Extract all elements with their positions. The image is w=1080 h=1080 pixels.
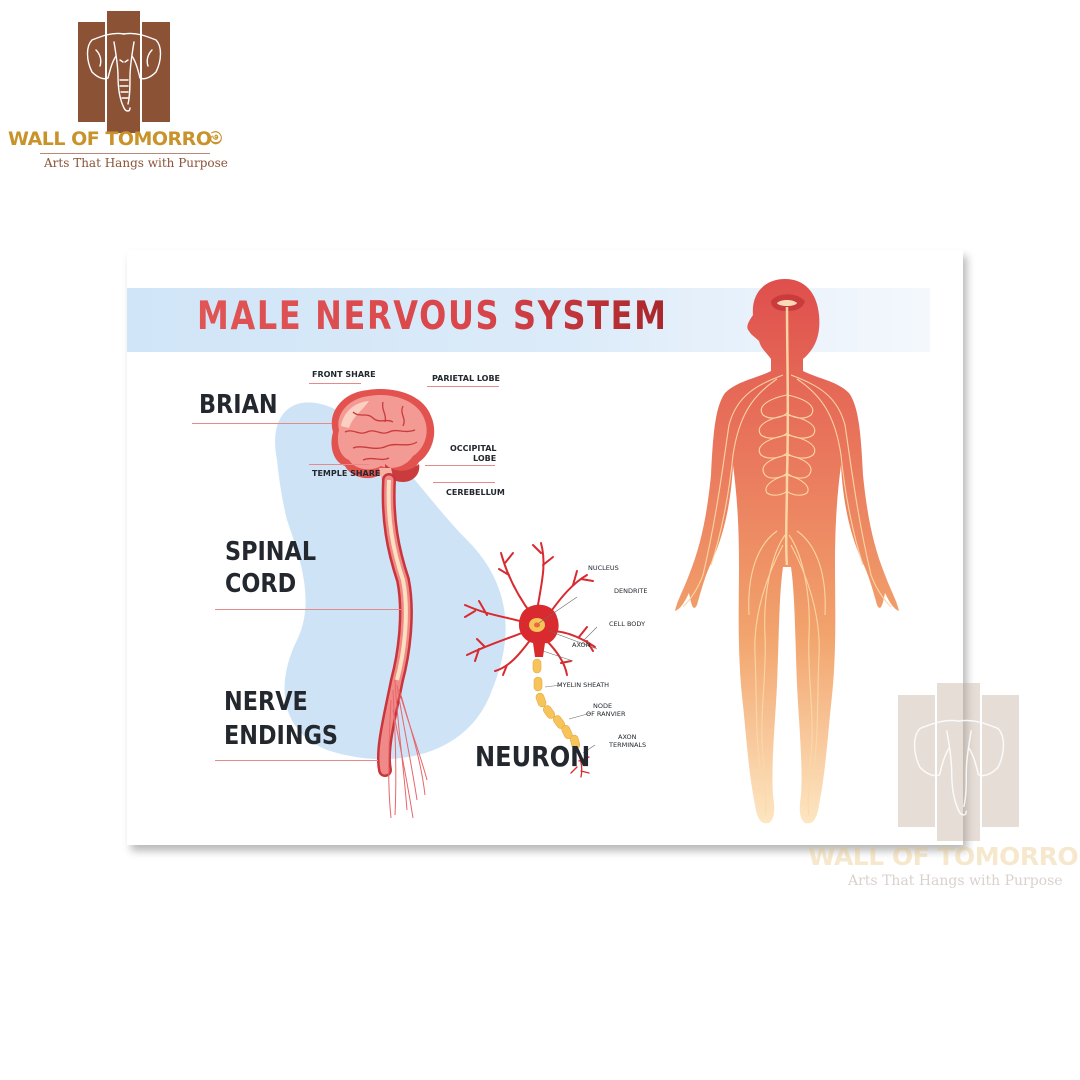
elephant-watermark-icon [913,719,1005,816]
spinal-cord-icon [376,473,428,819]
label-neuron: NEURON [475,740,591,773]
spinal-cord-label-rule [215,609,401,610]
brand-swirl-icon: ම [210,129,223,149]
label-front-share: FRONT SHARE [312,370,376,379]
label-temple-share: TEMPLE SHARE [312,469,381,478]
label-cerebellum: CEREBELLUM [446,488,505,497]
label-brain: BRIAN [199,390,278,420]
watermark: WALL OF TOMORRO Arts That Hangs with Pur… [808,680,1080,890]
poster: MALE NERVOUS SYSTEM [127,250,963,845]
label-nerve-endings-line1: NERVE [224,687,308,717]
label-parietal-lobe: PARIETAL LOBE [432,374,501,383]
label-dendrite: DENDRITE [614,587,648,595]
brand-logo: WALL OF TOMORRO ම Arts That Hangs with P… [0,0,250,180]
label-occipital-line1: OCCIPITAL [450,444,497,453]
parietal-lobe-rule [427,386,499,387]
label-spinal-cord-line2: CORD [225,569,297,599]
brand-tagline: Arts That Hangs with Purpose [44,156,228,170]
brand-divider [40,153,210,154]
occipital-rule [425,465,495,466]
background-blob [275,402,506,760]
label-terminals-line1: AXON [618,733,637,741]
front-share-rule [309,383,361,384]
label-nucleus: NUCLEUS [588,564,619,572]
neuron-icon [464,542,598,778]
nerve-endings-label-rule [215,760,378,761]
elephant-icon [86,32,162,112]
human-body-icon [675,279,899,824]
label-nerve-endings-line2: ENDINGS [224,721,339,751]
label-occipital-line2: LOBE [473,454,497,463]
label-cell-body: CELL BODY [609,620,646,628]
brand-name: WALL OF TOMORRO [8,128,212,150]
label-terminals-line2: TERMINALS [609,741,647,749]
poster-title: MALE NERVOUS SYSTEM [197,294,668,339]
label-node-line1: NODE [593,702,613,710]
watermark-tagline: Arts That Hangs with Purpose [848,873,1063,889]
label-myelin-sheath: MYELIN SHEATH [557,681,610,689]
cerebellum-rule [433,482,495,483]
temple-share-rule [309,464,369,465]
label-spinal-cord-line1: SPINAL [225,537,317,567]
label-node-line2: OF RANVIER [586,710,626,718]
watermark-brand-name: WALL OF TOMORRO [808,842,1079,871]
brain-label-rule [192,423,332,424]
label-axon: AXON [572,641,591,649]
